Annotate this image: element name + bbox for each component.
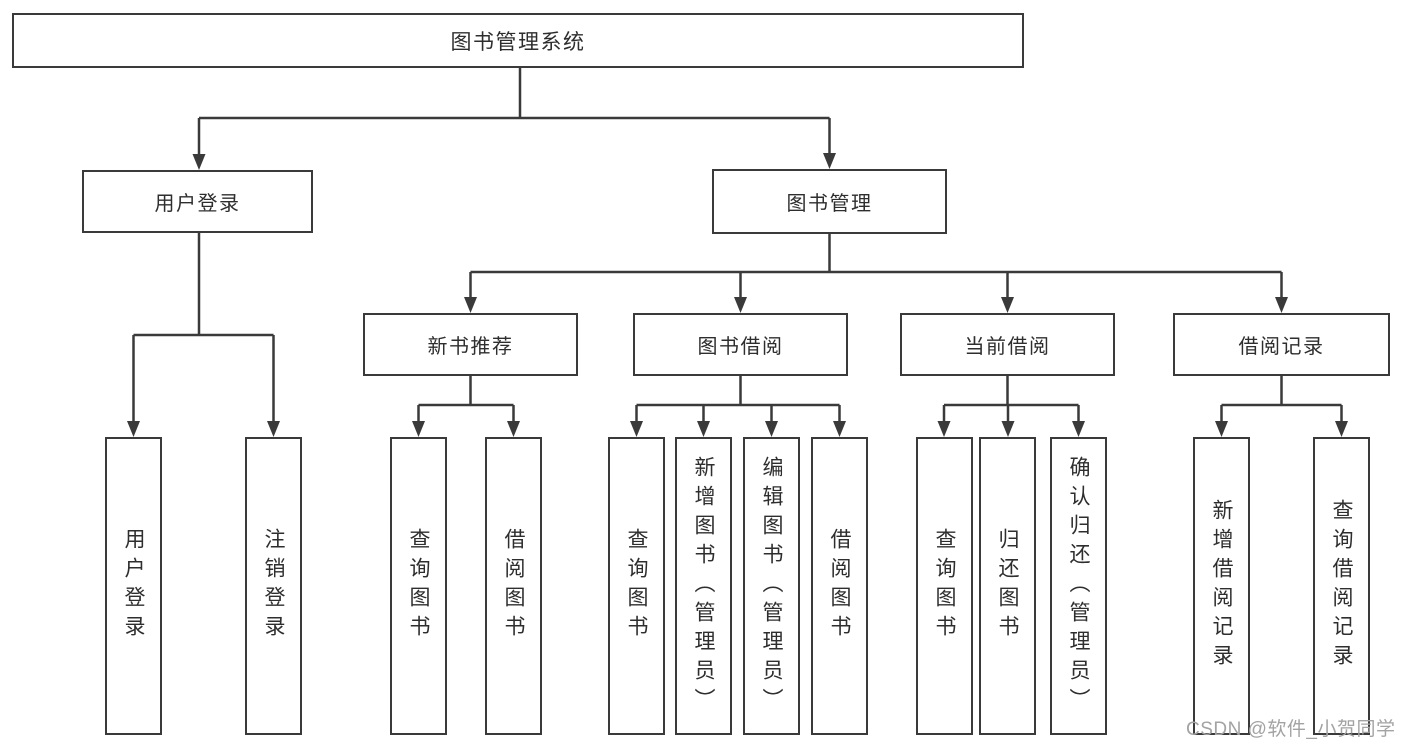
node-borrowing-records: 借阅记录	[1173, 313, 1390, 376]
tree-edges-path	[132, 68, 1343, 423]
node-add-book-admin: 新增图书（管理员）	[675, 437, 732, 735]
node-user-login-leaf: 用户登录	[105, 437, 162, 735]
node-edit-book-admin: 编辑图书（管理员）	[743, 437, 800, 735]
node-add-borrow-record: 新增借阅记录	[1193, 437, 1250, 735]
node-current-borrowing: 当前借阅	[900, 313, 1115, 376]
node-query-book-under-current: 查询图书	[916, 437, 973, 735]
node-book-borrowing: 图书借阅	[633, 313, 848, 376]
node-query-book-under-borrowing: 查询图书	[608, 437, 665, 735]
node-root: 图书管理系统	[12, 13, 1024, 68]
node-user-login: 用户登录	[82, 170, 313, 233]
node-confirm-return-admin: 确认归还（管理员）	[1050, 437, 1107, 735]
node-query-book-under-recommend: 查询图书	[390, 437, 447, 735]
node-borrow-book-under-borrowing: 借阅图书	[811, 437, 868, 735]
arrowheads	[127, 153, 1348, 437]
node-logout-leaf: 注销登录	[245, 437, 302, 735]
csdn-watermark: CSDN @软件_小贺同学	[1186, 719, 1396, 740]
node-borrow-book-under-recommend: 借阅图书	[485, 437, 542, 735]
node-book-management: 图书管理	[712, 169, 947, 234]
node-return-book: 归还图书	[979, 437, 1036, 735]
node-new-book-recommend: 新书推荐	[363, 313, 578, 376]
node-query-borrow-record: 查询借阅记录	[1313, 437, 1370, 735]
